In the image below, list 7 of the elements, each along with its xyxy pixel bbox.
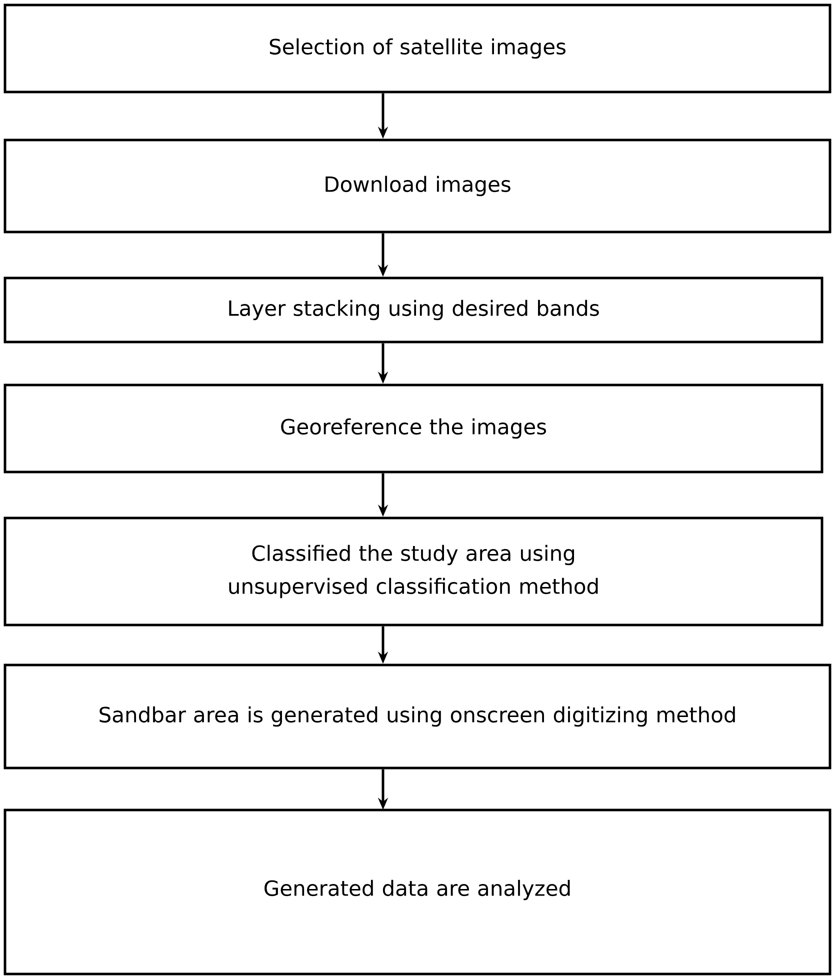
process-box: Download images [4,138,832,234]
process-box: Generated data are analyzed [4,808,832,976]
process-box: Classified the study area using unsupervised classification method [4,516,824,626]
process-box: Layer stacking using desired bands [4,276,824,344]
process-box: Selection of satellite images [4,4,832,94]
process-box: Georeference the images [4,384,824,474]
process-box: Sandbar area is generated using onscreen digitizing method [4,664,832,770]
